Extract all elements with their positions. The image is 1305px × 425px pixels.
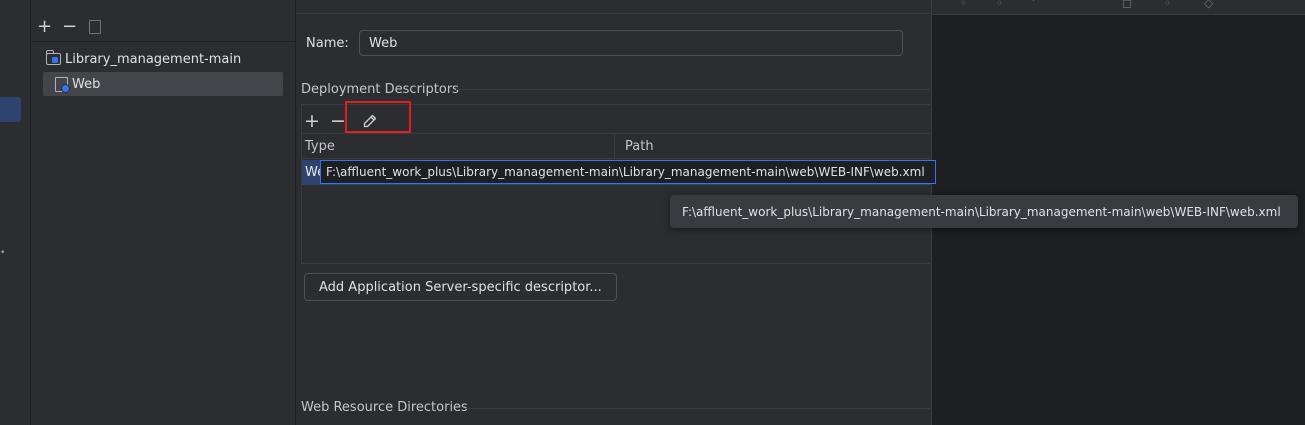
section-separator bbox=[456, 89, 930, 90]
add-module-button[interactable]: + bbox=[37, 16, 53, 37]
toolbar-icon[interactable]: ◻ bbox=[1122, 0, 1132, 10]
descriptors-table-container bbox=[301, 104, 930, 264]
toolbar-icon[interactable]: ◦ bbox=[960, 0, 968, 10]
add-server-descriptor-button[interactable]: Add Application Server-specific descript… bbox=[304, 273, 617, 301]
remove-descriptor-button[interactable]: − bbox=[330, 110, 346, 132]
path-tooltip: F:\affluent_work_plus\Library_management… bbox=[670, 195, 1298, 228]
toolbar-divider bbox=[31, 41, 295, 42]
toolbar-icon[interactable]: ◦ bbox=[1164, 0, 1172, 10]
top-divider bbox=[296, 13, 930, 14]
remove-module-button[interactable]: − bbox=[62, 16, 78, 37]
section-separator bbox=[466, 408, 930, 409]
left-tool-strip bbox=[0, 0, 31, 425]
module-tree-panel: + − Library_management-main Web bbox=[31, 0, 296, 425]
name-input[interactable] bbox=[359, 30, 903, 56]
column-header-type[interactable]: Type bbox=[305, 139, 335, 154]
tree-item-project[interactable]: Library_management-main bbox=[46, 47, 286, 71]
tree-item-web-label: Web bbox=[72, 76, 101, 92]
edit-descriptor-button[interactable] bbox=[358, 110, 382, 132]
column-separator[interactable] bbox=[614, 133, 615, 159]
strip-marker-icon: • bbox=[0, 248, 6, 258]
tree-item-project-label: Library_management-main bbox=[65, 51, 242, 67]
toolbar-icon[interactable]: ◦ bbox=[996, 0, 1004, 10]
pencil-icon bbox=[363, 114, 377, 128]
copy-module-icon[interactable] bbox=[89, 20, 101, 34]
annotation-highlight-box bbox=[345, 101, 411, 133]
descriptor-path-editor[interactable] bbox=[320, 160, 936, 184]
deployment-descriptors-title: Deployment Descriptors bbox=[301, 82, 459, 97]
column-header-path[interactable]: Path bbox=[625, 139, 654, 154]
editor-toolbar: ◦ ◦ ˈ ◻ ◦ ◇ bbox=[932, 0, 1305, 15]
tree-item-web-facet[interactable]: Web bbox=[43, 72, 283, 96]
web-resource-directories-title: Web Resource Directories bbox=[301, 400, 468, 415]
web-facet-icon bbox=[55, 76, 70, 93]
table-header bbox=[302, 133, 930, 159]
toolbar-icon[interactable]: ˈ bbox=[1032, 0, 1036, 10]
toolbar-icon[interactable]: ◇ bbox=[1204, 0, 1214, 10]
add-descriptor-button[interactable]: + bbox=[304, 110, 320, 132]
selected-tool-indicator[interactable] bbox=[0, 97, 21, 122]
module-folder-icon bbox=[46, 50, 61, 65]
name-label: Name: bbox=[306, 36, 349, 51]
